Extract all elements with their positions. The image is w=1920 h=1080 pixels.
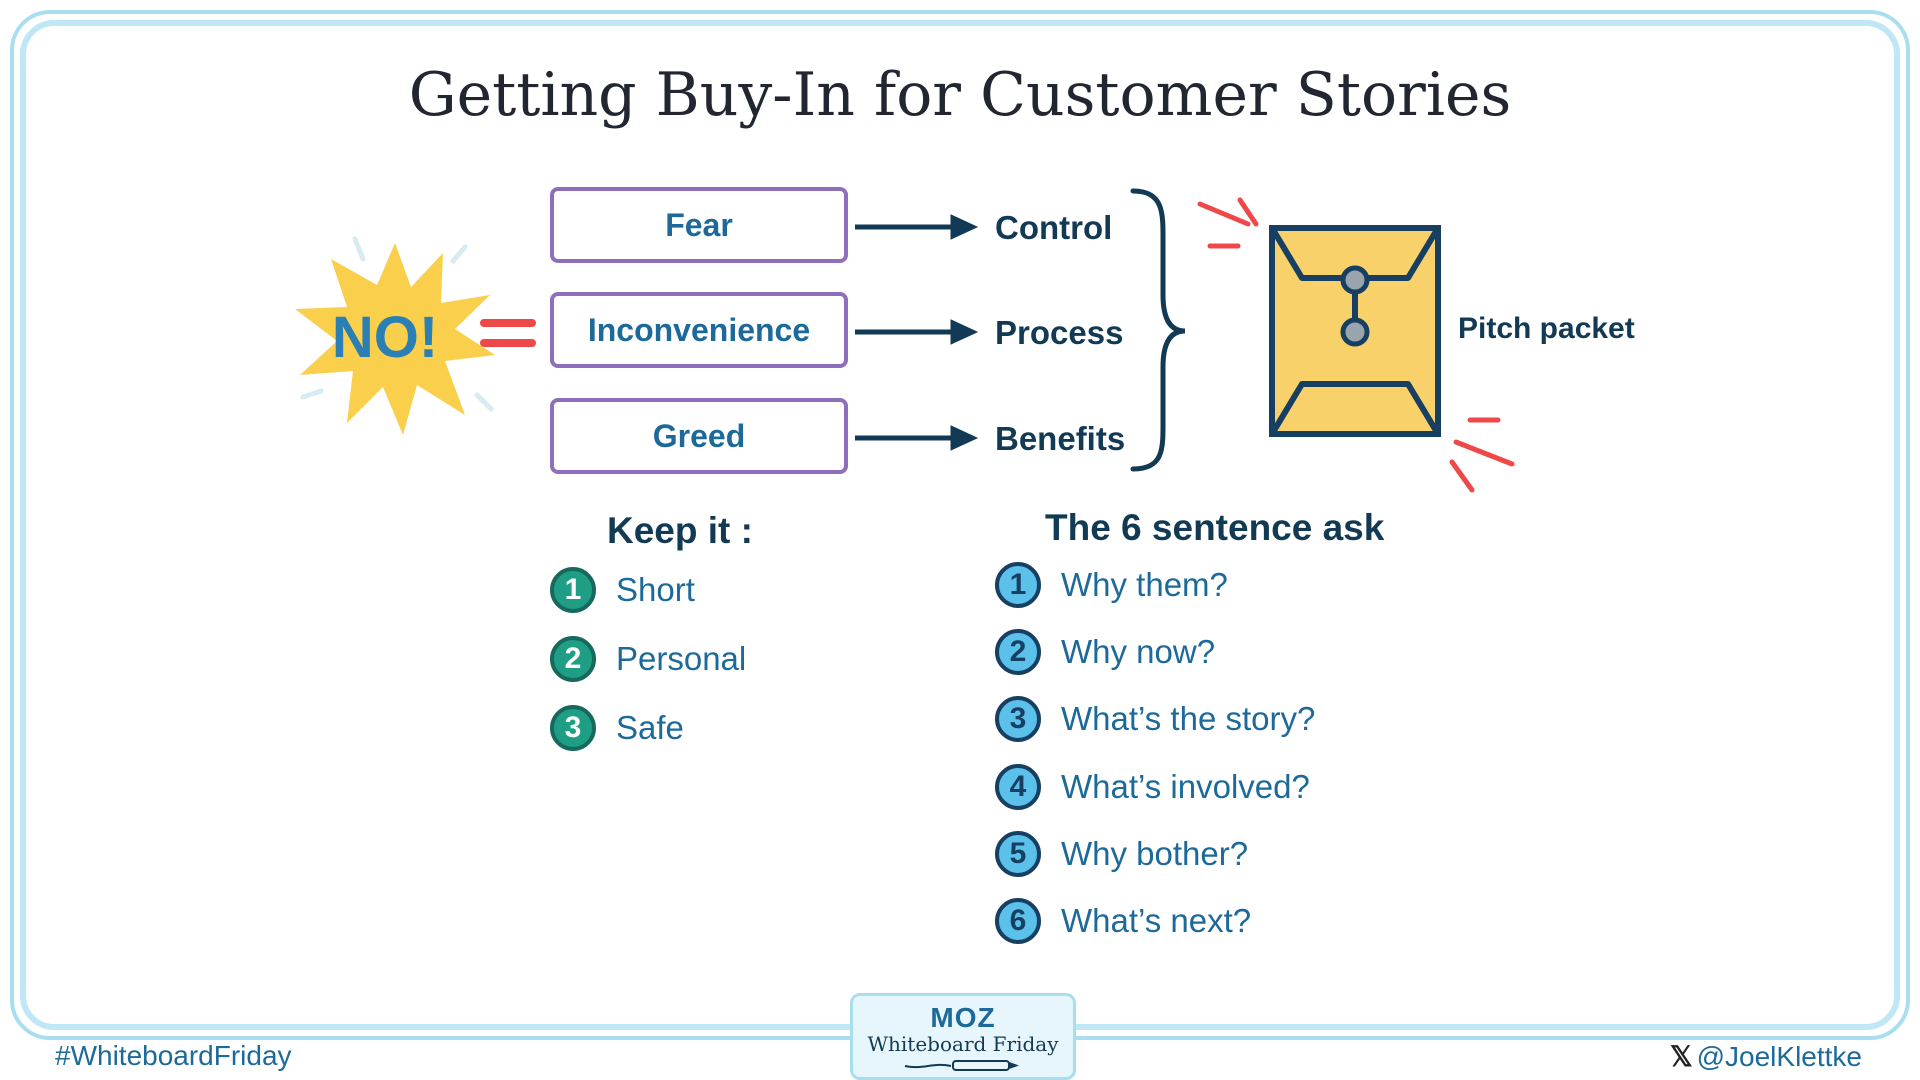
keep-item-text: Personal <box>616 640 747 677</box>
envelope-sparkles <box>1197 197 1515 493</box>
ask-item-3: 3 What’s the story? <box>995 696 1315 742</box>
ask-item-text: What’s the story? <box>1061 700 1316 737</box>
word-process: Process <box>995 314 1124 351</box>
no-text: NO! <box>332 305 438 370</box>
keep-item-2: 2 Personal <box>550 636 746 682</box>
keep-item-1: 1 Short <box>550 567 695 613</box>
number-badge: 1 <box>550 567 596 613</box>
burst-sparkles <box>300 236 494 412</box>
keep-it-heading: Keep it : <box>607 510 753 551</box>
number-badge: 4 <box>995 764 1041 810</box>
ask-item-5: 5 Why bother? <box>995 831 1248 877</box>
arrowhead-process <box>950 319 979 345</box>
six-sentence-heading: The 6 sentence ask <box>1045 507 1385 548</box>
arrowhead-benefits <box>950 425 979 451</box>
ask-item-2: 2 Why now? <box>995 629 1215 675</box>
number-badge: 5 <box>995 831 1041 877</box>
ask-item-6: 6 What’s next? <box>995 898 1251 944</box>
ask-item-text: Why bother? <box>1061 835 1249 872</box>
x-logo-icon: 𝕏 <box>1670 1041 1693 1072</box>
ask-item-text: What’s involved? <box>1061 768 1310 805</box>
box-fear: Fear <box>550 187 848 263</box>
curly-brace <box>1130 188 1186 472</box>
marker-icon <box>904 1060 1019 1071</box>
number-badge: 3 <box>550 705 596 751</box>
box-inconvenience: Inconvenience <box>550 292 848 368</box>
moz-logo-text: MOZ <box>930 1002 996 1033</box>
arrows <box>855 214 979 451</box>
number-badge: 2 <box>995 629 1041 675</box>
box-greed: Greed <box>550 398 848 474</box>
ask-item-text: What’s next? <box>1061 902 1252 939</box>
author-handle: 𝕏@JoelKlettke <box>1670 1040 1862 1073</box>
equals-sign <box>480 319 536 347</box>
inner-frame <box>20 20 1900 1030</box>
burst-star-shape <box>295 243 495 435</box>
handle-text: @JoelKlettke <box>1696 1041 1862 1072</box>
whiteboard-friday-text: Whiteboard Friday <box>867 1032 1059 1056</box>
page-title: Getting Buy-In for Customer Stories <box>408 60 1512 130</box>
ask-item-1: 1 Why them? <box>995 562 1228 608</box>
arrowhead-control <box>950 214 979 240</box>
number-badge: 2 <box>550 636 596 682</box>
word-control: Control <box>995 209 1113 246</box>
ask-item-text: Why now? <box>1061 633 1216 670</box>
moz-whiteboard-friday-logo: MOZ Whiteboard Friday <box>850 993 1076 1080</box>
ask-item-text: Why them? <box>1061 566 1228 603</box>
number-badge: 6 <box>995 898 1041 944</box>
keep-item-text: Safe <box>616 709 684 746</box>
ask-item-4: 4 What’s involved? <box>995 764 1310 810</box>
number-badge: 3 <box>995 696 1041 742</box>
keep-item-3: 3 Safe <box>550 705 684 751</box>
keep-item-text: Short <box>616 571 695 608</box>
word-benefits: Benefits <box>995 420 1126 457</box>
pitch-packet-label: Pitch packet <box>1458 312 1635 345</box>
envelope-icon <box>1197 197 1515 493</box>
no-burst: NO! <box>295 236 495 435</box>
number-badge: 1 <box>995 562 1041 608</box>
hashtag: #WhiteboardFriday <box>55 1040 292 1071</box>
